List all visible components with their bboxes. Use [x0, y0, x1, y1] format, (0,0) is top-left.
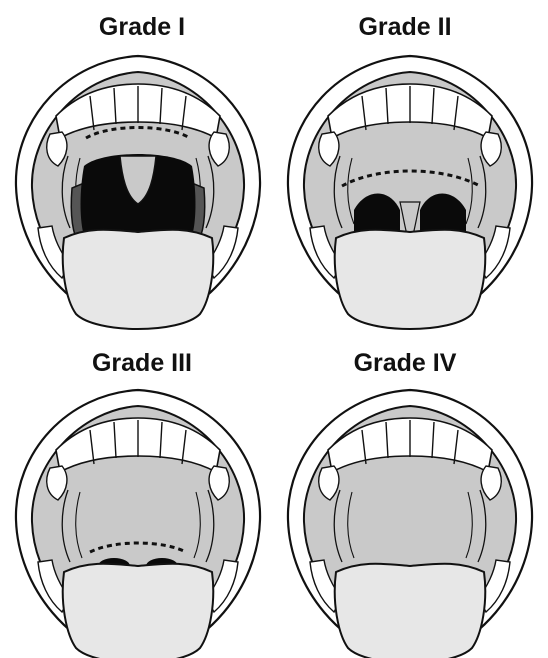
mouth-illustration-grade-1: [16, 56, 260, 329]
mouth-illustration-grade-4: [288, 390, 532, 658]
panel-title: Grade I: [99, 13, 185, 41]
mouth-illustration-grade-2: [288, 56, 532, 329]
mouth-illustration-grade-3: [16, 390, 260, 658]
panel-title: Grade II: [358, 13, 451, 41]
panel-title: Grade IV: [354, 349, 457, 377]
panel-title: Grade III: [92, 349, 192, 377]
